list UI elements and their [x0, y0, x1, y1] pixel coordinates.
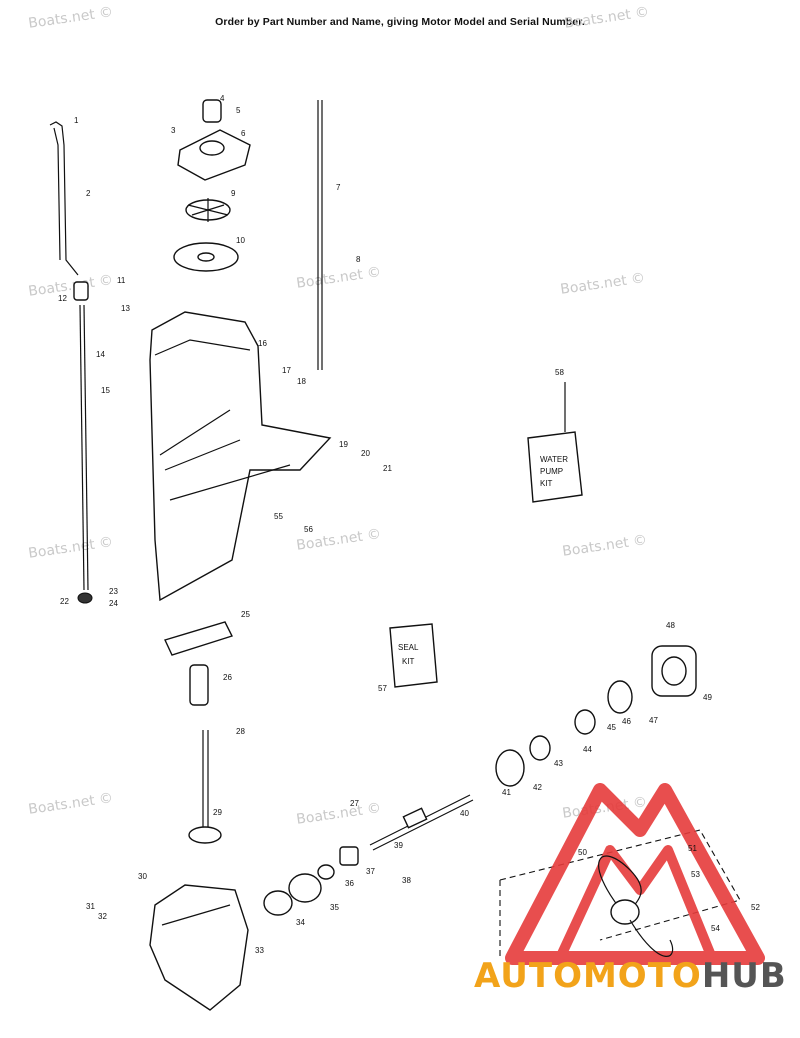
callout-30: 30 [138, 872, 147, 881]
callout-7: 7 [336, 183, 341, 192]
svg-text:SEAL: SEAL [398, 643, 419, 652]
callout-51: 51 [688, 844, 697, 853]
forward-gear [495, 749, 525, 787]
callout-57: 57 [378, 684, 387, 693]
water-pump-kit: WATER PUMP KIT [527, 382, 583, 503]
water-pump-housing [177, 99, 251, 181]
bearing [288, 873, 322, 903]
bearing-carrier [651, 645, 697, 697]
seal [263, 890, 293, 916]
callout-22: 22 [60, 597, 69, 606]
callout-53: 53 [691, 870, 700, 879]
callout-3: 3 [171, 126, 176, 135]
callout-46: 46 [622, 717, 631, 726]
callout-21: 21 [383, 464, 392, 473]
callout-58: 58 [555, 368, 564, 377]
callout-35: 35 [330, 903, 339, 912]
callout-34: 34 [296, 918, 305, 927]
callout-54: 54 [711, 924, 720, 933]
callout-33: 33 [255, 946, 264, 955]
callout-49: 49 [703, 693, 712, 702]
seal-kit: SEAL KIT [389, 623, 438, 688]
callout-15: 15 [101, 386, 110, 395]
callout-20: 20 [361, 449, 370, 458]
callout-39: 39 [394, 841, 403, 850]
svg-text:PUMP: PUMP [540, 467, 563, 476]
callout-44: 44 [583, 745, 592, 754]
svg-text:WATER: WATER [540, 455, 568, 464]
reverse-gear-bearing [574, 709, 596, 735]
callout-26: 26 [223, 673, 232, 682]
callout-labels: 1234567891011121314151617181920212223242… [58, 94, 760, 955]
callout-27: 27 [350, 799, 359, 808]
callout-4: 4 [220, 94, 225, 103]
callout-52: 52 [751, 903, 760, 912]
callout-48: 48 [666, 621, 675, 630]
callout-12: 12 [58, 294, 67, 303]
svg-text:KIT: KIT [402, 657, 415, 666]
callout-31: 31 [86, 902, 95, 911]
callout-11: 11 [117, 276, 126, 285]
callout-50: 50 [578, 848, 587, 857]
washer [317, 864, 335, 880]
logo-text-automoto: AUTOMOTO [474, 956, 702, 996]
callout-38: 38 [402, 876, 411, 885]
callout-14: 14 [96, 350, 105, 359]
propeller [598, 855, 674, 957]
callout-5: 5 [236, 106, 241, 115]
callout-55: 55 [274, 512, 283, 521]
callout-13: 13 [121, 304, 130, 313]
callout-23: 23 [109, 587, 118, 596]
automotohub-logo-text: AUTOMOTOHUB [474, 956, 787, 996]
logo-text-hub: HUB [701, 956, 787, 996]
callout-9: 9 [231, 189, 236, 198]
rod-bushing [77, 592, 93, 604]
callout-8: 8 [356, 255, 361, 264]
callout-28: 28 [236, 727, 245, 736]
callout-17: 17 [282, 366, 291, 375]
o-ring [607, 680, 633, 714]
clutch [339, 846, 359, 866]
callout-45: 45 [607, 723, 616, 732]
drive-shaft-housing [149, 311, 332, 602]
gasket [164, 621, 233, 656]
shift-rod-connector [73, 281, 89, 301]
callout-47: 47 [649, 716, 658, 725]
callout-29: 29 [213, 808, 222, 817]
callout-25: 25 [241, 610, 250, 619]
automotohub-logo-mark [505, 783, 765, 965]
callout-36: 36 [345, 879, 354, 888]
callout-24: 24 [109, 599, 118, 608]
callout-42: 42 [533, 783, 542, 792]
order-instruction: Order by Part Number and Name, giving Mo… [215, 16, 585, 28]
callout-6: 6 [241, 129, 246, 138]
callout-32: 32 [98, 912, 107, 921]
propeller-shaft [369, 794, 474, 851]
shift-rod [49, 121, 79, 276]
propeller-group-outline [499, 829, 741, 960]
callout-2: 2 [86, 189, 91, 198]
bushing [529, 735, 551, 761]
spacer [189, 664, 209, 706]
gearcase [149, 884, 249, 1011]
callout-41: 41 [502, 788, 511, 797]
impeller [185, 198, 231, 222]
callout-1: 1 [74, 116, 79, 125]
callout-10: 10 [236, 236, 245, 245]
callout-19: 19 [339, 440, 348, 449]
callout-18: 18 [297, 377, 306, 386]
drive-shaft [188, 730, 222, 844]
lower-shift-rod [79, 304, 85, 591]
callout-37: 37 [366, 867, 375, 876]
callout-16: 16 [258, 339, 267, 348]
callout-43: 43 [554, 759, 563, 768]
callout-56: 56 [304, 525, 313, 534]
callout-40: 40 [460, 809, 469, 818]
svg-text:KIT: KIT [540, 479, 553, 488]
